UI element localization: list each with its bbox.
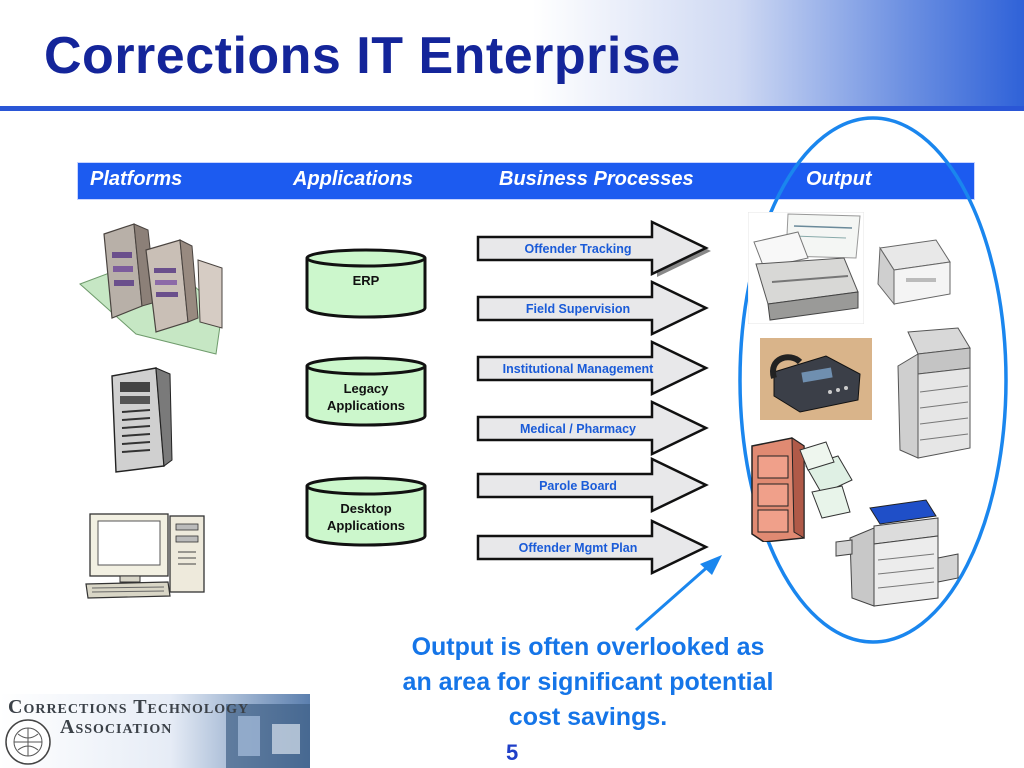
app-desktop-cylinder: [305, 476, 427, 547]
arrow-field-supervision: [476, 280, 709, 336]
copier-icon: [835, 499, 959, 607]
process-offender-tracking: Offender Tracking: [524, 242, 632, 256]
process-medical-pharmacy: Medical / Pharmacy: [519, 422, 637, 436]
check-printer-icon: [748, 212, 864, 324]
footer-logo-line1: Corrections Technology: [8, 696, 250, 718]
process-field-supervision: Field Supervision: [525, 302, 631, 316]
page-title: Corrections IT Enterprise: [44, 27, 681, 85]
title-divider: [0, 106, 1024, 111]
arrow-offender-tracking: [476, 220, 711, 277]
desktop-pc-icon: [85, 513, 205, 599]
app-legacy-label: Legacy Applications: [326, 381, 405, 413]
app-legacy-cylinder: [305, 356, 427, 427]
header-platforms: Platforms: [90, 168, 183, 190]
laser-printer-icon: [877, 239, 951, 306]
process-parole-board: Parole Board: [539, 479, 617, 493]
header-business-processes: Business Processes: [499, 168, 694, 190]
arrow-medical-pharmacy: [476, 400, 709, 456]
footer-photo-strip: [0, 694, 310, 768]
business-process-arrows: [476, 220, 711, 575]
app-erp-cylinder: [305, 248, 427, 319]
header-applications: Applications: [293, 168, 414, 190]
multifunction-printer-icon: [897, 327, 971, 459]
title-background: [0, 0, 1024, 110]
association-seal-icon: [5, 719, 51, 765]
process-institutional-management: Institutional Management: [502, 362, 654, 376]
arrow-parole-board: [476, 457, 709, 513]
header-output: Output: [806, 168, 872, 190]
page-number: 5: [506, 740, 519, 765]
file-cabinet-icon: [751, 437, 853, 542]
arrow-institutional-management: [476, 340, 709, 396]
app-erp-label: ERP: [352, 273, 380, 288]
app-desktop-label: Desktop Applications: [326, 501, 405, 533]
footer-logo-line2: Association: [60, 716, 173, 738]
fax-machine-icon: [760, 338, 872, 420]
arrow-offender-mgmt-plan: [476, 519, 709, 575]
tower-server-icon: [111, 367, 173, 473]
server-cluster-icon: [79, 223, 223, 355]
column-header-bar: [77, 162, 975, 200]
process-offender-mgmt-plan: Offender Mgmt Plan: [518, 541, 638, 555]
output-callout-text: Output is often overlooked as an area fo…: [402, 633, 774, 731]
